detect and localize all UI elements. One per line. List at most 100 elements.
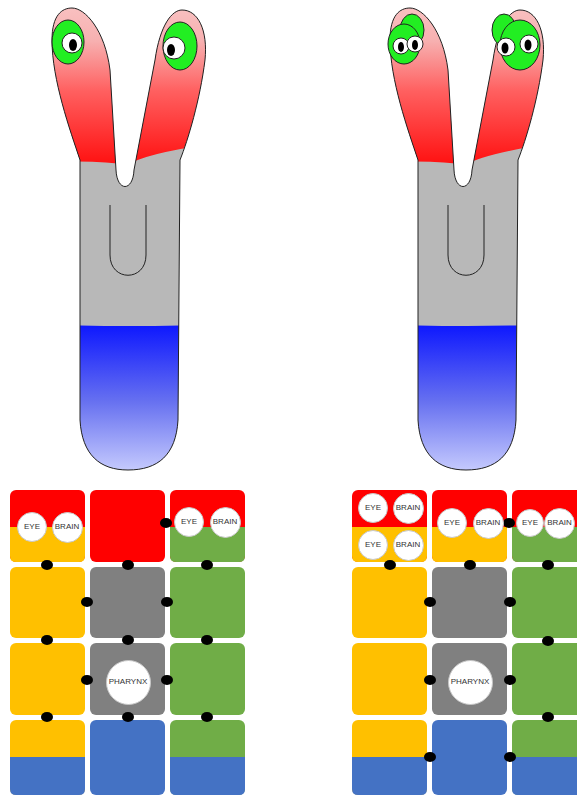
- junction-dot: [41, 712, 53, 722]
- organ-label: BRAIN: [476, 519, 500, 527]
- junction-dot: [161, 675, 173, 685]
- junction-dot: [424, 752, 436, 762]
- planarian-right: [338, 0, 577, 480]
- organ-circle: PHARYNX: [448, 660, 493, 705]
- cell: [432, 643, 507, 715]
- junction-dot: [504, 597, 516, 607]
- eye-pupil: [502, 43, 509, 54]
- pharynx-outline: [110, 205, 146, 275]
- junction-dots: [384, 518, 554, 762]
- planarian-left: [0, 0, 260, 480]
- eye-spot: [388, 24, 420, 64]
- eye-pupil: [69, 39, 77, 51]
- junction-dot: [504, 752, 516, 762]
- junction-dot: [542, 712, 554, 722]
- eye-white: [393, 38, 409, 54]
- cell-grid-left: [10, 490, 245, 795]
- worm-body: [338, 0, 577, 480]
- pharynx-outline: [448, 205, 484, 275]
- organ-circle: EYE: [174, 507, 204, 537]
- cell: [512, 567, 577, 638]
- organ-label: BRAIN: [547, 519, 571, 527]
- cell: [512, 643, 577, 715]
- worm-body: [0, 0, 260, 480]
- organ-label: EYE: [365, 541, 381, 549]
- junction-dot: [161, 597, 173, 607]
- organ-label: BRAIN: [396, 504, 420, 512]
- head-region: [0, 0, 260, 165]
- organ-label: PHARYNX: [451, 678, 490, 686]
- cell: [512, 490, 577, 562]
- junction-dot: [201, 560, 213, 570]
- cell-part: [170, 757, 245, 795]
- tail-region: [338, 322, 577, 480]
- junction-dot: [424, 675, 436, 685]
- cell: [90, 643, 165, 715]
- worm-outline: [52, 8, 206, 470]
- junction-dot: [122, 712, 134, 722]
- junction-dot: [81, 597, 93, 607]
- cell-part: [512, 757, 577, 795]
- eye-white: [520, 35, 538, 53]
- eye-white: [62, 33, 82, 53]
- cell: [352, 643, 427, 715]
- cell: [170, 490, 245, 562]
- cell: [170, 720, 245, 795]
- cell: [170, 643, 245, 715]
- junction-dot: [122, 635, 134, 645]
- organ-label: BRAIN: [55, 523, 79, 531]
- eye-white: [407, 36, 423, 52]
- junction-dot: [201, 712, 213, 722]
- head-region: [338, 0, 577, 165]
- organ-label: EYE: [522, 519, 538, 527]
- junction-dot: [160, 518, 172, 528]
- organ-label: EYE: [365, 504, 381, 512]
- junction-dot: [81, 675, 93, 685]
- organ-circle: BRAIN: [210, 507, 241, 538]
- organ-circle: EYE: [17, 512, 47, 542]
- cell: [10, 720, 85, 795]
- tail-region: [0, 322, 260, 480]
- cell: [90, 720, 165, 795]
- junction-dot: [201, 635, 213, 645]
- organ-circle: BRAIN: [393, 530, 424, 561]
- organ-circle: BRAIN: [544, 508, 575, 539]
- eye-white: [163, 37, 185, 59]
- junction-dot: [41, 560, 53, 570]
- organ-label: PHARYNX: [109, 678, 148, 686]
- organ-circle: BRAIN: [393, 493, 424, 524]
- organ-label: EYE: [181, 518, 197, 526]
- organ-circle: BRAIN: [52, 512, 83, 543]
- organ-label: EYE: [24, 523, 40, 531]
- eye-white: [497, 38, 515, 56]
- cell: [432, 567, 507, 638]
- cell: [90, 567, 165, 638]
- eye-pupil: [167, 44, 175, 56]
- cell: [10, 643, 85, 715]
- worm-outline: [390, 8, 544, 470]
- junction-dot: [122, 560, 134, 570]
- junction-dot: [384, 560, 396, 570]
- cell-grid-right: [352, 490, 577, 795]
- junction-dot: [424, 597, 436, 607]
- cell: [512, 720, 577, 795]
- cell: [352, 720, 427, 795]
- organ-circle: EYE: [516, 509, 544, 537]
- junction-dot: [41, 635, 53, 645]
- organ-circle: EYE: [437, 508, 467, 538]
- trunk-region: [338, 0, 577, 480]
- cell: [90, 490, 165, 562]
- organ-circle: PHARYNX: [106, 660, 151, 705]
- eye-pupil: [412, 40, 418, 50]
- cell: [432, 490, 507, 562]
- cell: [432, 720, 507, 795]
- junction-dot: [503, 518, 515, 528]
- organ-label: EYE: [444, 519, 460, 527]
- junction-dot: [542, 560, 554, 570]
- organ-circle: EYE: [358, 530, 388, 560]
- junction-dot: [464, 560, 476, 570]
- eye-spot: [163, 22, 197, 70]
- junction-dot: [542, 636, 554, 646]
- trunk-region: [0, 0, 260, 480]
